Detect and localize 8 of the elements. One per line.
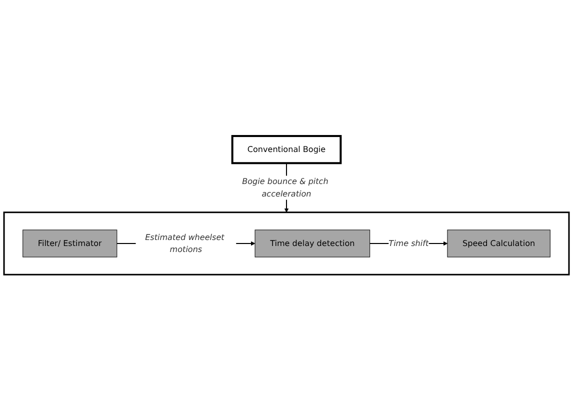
node-box: Speed Calculation [447, 229, 550, 257]
node-box: Time delay detection [254, 229, 370, 257]
node-box: Conventional Bogie [231, 134, 342, 164]
edge-label: Estimated wheelset motions [145, 232, 224, 254]
edge-label: Bogie bounce & pitch acceleration [242, 176, 328, 198]
edge-label: Time shift [388, 238, 429, 248]
cluster [3, 211, 570, 276]
node-box: Filter/ Estimator [22, 229, 118, 257]
